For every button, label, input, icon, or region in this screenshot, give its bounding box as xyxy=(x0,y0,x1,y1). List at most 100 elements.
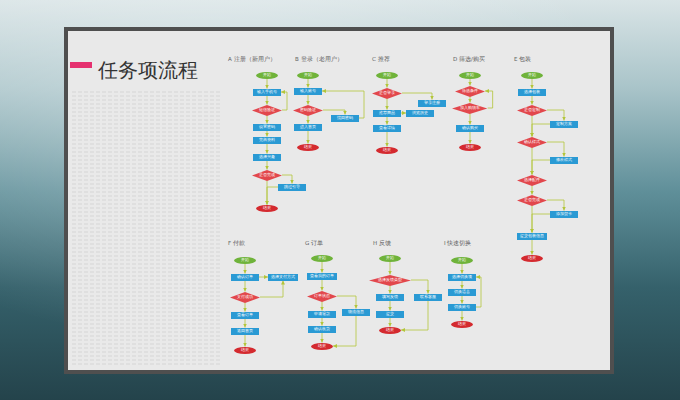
process-box: 输入手机号 xyxy=(253,89,281,96)
node-text: 开始 xyxy=(383,73,391,77)
node-text: 结束 xyxy=(304,145,312,149)
node-text: 开始 xyxy=(241,258,249,262)
process-box: 跳过引导 xyxy=(278,184,306,191)
node-text: 输入手机号 xyxy=(257,90,277,94)
node-text: 添加贺卡 xyxy=(556,212,572,216)
flow-connector xyxy=(387,132,388,147)
process-box: 物流信息 xyxy=(342,309,370,316)
process-box: 定制方案 xyxy=(550,121,578,128)
process-box: 提交包装信息 xyxy=(517,233,547,240)
node-text: 修改样式 xyxy=(556,158,572,162)
decision-diamond: 短信验证 xyxy=(252,105,282,116)
node-text: 选择包装 xyxy=(524,90,540,94)
node-text: 浏览历史 xyxy=(412,111,428,115)
diamond-outline xyxy=(455,86,485,97)
section-label: B 登录（老用户） xyxy=(295,56,343,62)
decision-diamond: 密码验证 xyxy=(293,105,323,116)
diamond-outline xyxy=(452,103,487,114)
end-oval: 结束 xyxy=(379,327,401,334)
process-box: 选择包装 xyxy=(518,89,546,96)
node-text: 提交包装信息 xyxy=(520,234,544,238)
process-box: 浏览历史 xyxy=(406,110,434,117)
process-box: 完善资料 xyxy=(253,137,281,144)
process-box: 申请退款 xyxy=(308,311,336,318)
node-text: 确认样式 xyxy=(524,140,540,144)
process-box: 输入账号 xyxy=(294,88,322,95)
node-text: 查看我的订单 xyxy=(310,274,334,278)
start-oval: 开始 xyxy=(459,72,481,79)
diamond-outline xyxy=(252,105,282,116)
process-box: 选择支付方式 xyxy=(268,274,298,281)
flow-connector xyxy=(390,286,391,294)
node-text: 是否完成 xyxy=(259,173,275,177)
end-oval: 结束 xyxy=(451,321,473,328)
decision-diamond: 确认样式 xyxy=(517,137,547,148)
flow-connector xyxy=(267,161,268,170)
flow-connector xyxy=(469,114,470,125)
decision-diamond: 加入购物车 xyxy=(452,103,487,114)
accent-bar xyxy=(70,62,92,68)
end-oval: 结束 xyxy=(459,144,481,151)
flow-connector xyxy=(462,296,463,304)
node-text: 返回首页 xyxy=(237,329,253,333)
node-text: 结束 xyxy=(528,256,536,260)
node-text: 找回密码 xyxy=(337,116,353,120)
end-oval: 结束 xyxy=(297,144,319,151)
section-label: E 包装 xyxy=(514,56,531,62)
node-text: 开始 xyxy=(466,73,474,77)
process-box: 设置密码 xyxy=(253,124,281,131)
process-box: 返回首页 xyxy=(231,328,259,335)
flow-connector xyxy=(547,110,564,121)
node-text: 短信验证 xyxy=(259,108,275,112)
node-text: 支付成功 xyxy=(237,295,253,299)
process-box: 添加贺卡 xyxy=(550,211,578,218)
flow-connector xyxy=(470,132,471,144)
node-text: 申请退款 xyxy=(314,312,330,316)
flow-connector xyxy=(470,97,471,103)
flow-connector xyxy=(308,116,309,124)
node-text: 选择反馈类型 xyxy=(378,278,402,282)
diamond-outline xyxy=(307,291,337,302)
node-text: 切换语言 xyxy=(454,290,470,294)
flow-connector xyxy=(260,281,283,298)
process-box: 找回密码 xyxy=(331,115,359,122)
node-text: 开始 xyxy=(458,258,466,262)
flow-connector xyxy=(462,281,463,289)
flow-connector xyxy=(387,79,388,88)
flow-connector xyxy=(462,264,463,274)
start-oval: 开始 xyxy=(376,72,398,79)
node-text: 是否登录 xyxy=(379,91,395,95)
node-text: 加入购物车 xyxy=(460,106,480,110)
flow-connector xyxy=(532,124,550,137)
node-text: 选择兴趣 xyxy=(259,155,275,159)
flow-connector xyxy=(337,296,356,309)
process-box: 修改样式 xyxy=(550,157,578,164)
node-text: 结束 xyxy=(386,328,394,332)
flow-connector xyxy=(281,92,287,110)
flow-connector xyxy=(476,277,481,307)
node-text: 筛选条件 xyxy=(462,89,478,93)
node-text: 填写反馈 xyxy=(382,295,398,299)
flow-connector xyxy=(267,79,268,89)
flow-connector xyxy=(267,116,268,124)
diamond-outline xyxy=(517,137,547,148)
flow-connector xyxy=(267,187,278,205)
node-text: 结束 xyxy=(466,145,474,149)
flow-connector xyxy=(322,280,323,291)
node-text: 选择支付方式 xyxy=(271,275,295,279)
end-oval: 结束 xyxy=(234,347,256,354)
flow-connector xyxy=(532,240,533,255)
process-box: 确认订单 xyxy=(231,274,259,281)
flow-connector xyxy=(532,186,533,195)
diamond-outline xyxy=(517,175,547,186)
start-oval: 开始 xyxy=(256,72,278,79)
node-text: 切换账号 xyxy=(454,305,470,309)
node-text: 查看详情 xyxy=(379,126,395,130)
flow-connector xyxy=(245,335,246,347)
flow-connector xyxy=(322,318,323,326)
flow-connector xyxy=(245,281,246,292)
process-box: 查看我的订单 xyxy=(307,273,337,280)
node-text: 是否完成 xyxy=(524,198,540,202)
flow-connector xyxy=(308,95,309,105)
flow-connector xyxy=(532,79,533,89)
